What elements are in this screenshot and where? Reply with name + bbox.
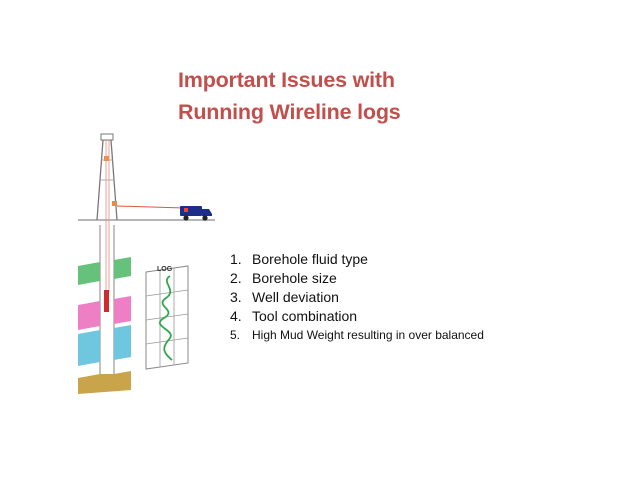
wireline-cable bbox=[105, 140, 185, 292]
title-line-2: Running Wireline logs bbox=[178, 100, 401, 124]
layer-pink-left bbox=[78, 301, 100, 330]
layer-blue-left bbox=[78, 330, 100, 366]
list-item: 2.Borehole size bbox=[230, 270, 337, 286]
layer-pink-right bbox=[114, 296, 131, 324]
crane-marker bbox=[112, 201, 117, 206]
log-label: LOG bbox=[157, 266, 173, 273]
formation-layers bbox=[78, 257, 131, 394]
title-line-1: Important Issues with bbox=[178, 68, 395, 92]
log-chart: LOG bbox=[145, 265, 189, 370]
layer-green-right bbox=[114, 257, 131, 279]
slide-title: Important Issues with Running Wireline l… bbox=[178, 64, 401, 128]
list-item: 1.Borehole fluid type bbox=[230, 251, 368, 267]
layer-green-left bbox=[78, 262, 100, 285]
list-item: 5.High Mud Weight resulting in over bala… bbox=[230, 328, 484, 342]
layer-blue-right bbox=[114, 325, 131, 360]
list-item: 4.Tool combination bbox=[230, 308, 358, 324]
log-curve-icon bbox=[158, 275, 173, 361]
logging-truck-icon bbox=[180, 206, 212, 221]
issues-list: 1.Borehole fluid type 2.Borehole size 3.… bbox=[230, 250, 484, 345]
logging-tool-icon bbox=[104, 290, 109, 312]
sheave-marker bbox=[104, 156, 109, 161]
list-item: 3.Well deviation bbox=[230, 289, 339, 305]
layer-tan-bottom bbox=[78, 371, 131, 394]
derrick-icon bbox=[96, 133, 118, 221]
